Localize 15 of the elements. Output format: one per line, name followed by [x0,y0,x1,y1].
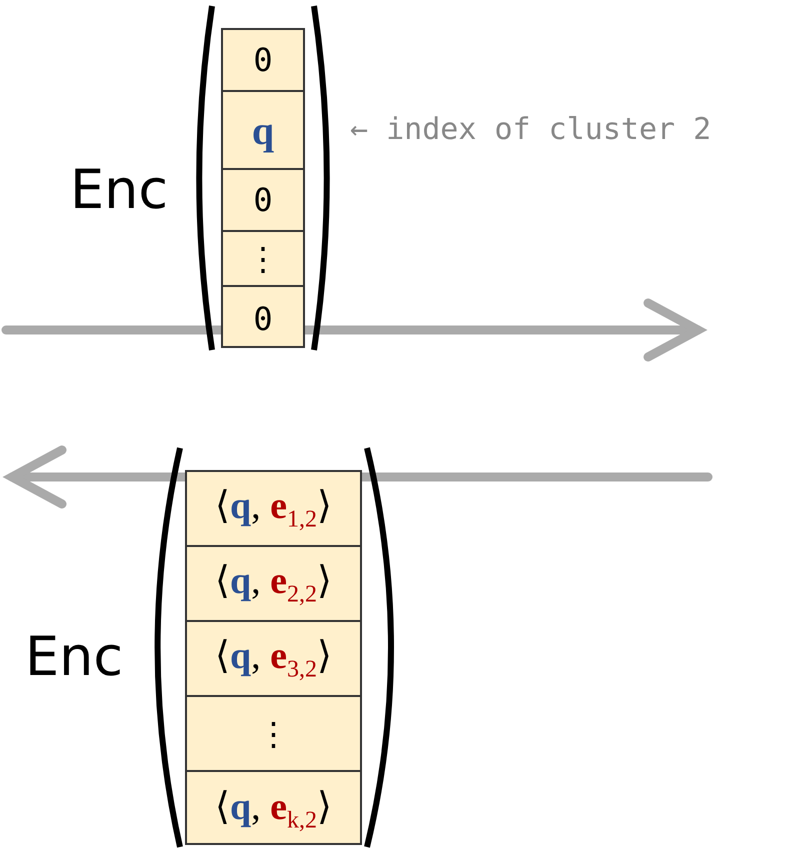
inner-product-entry: ⟨q, e$_{1,2}$⟩ [214,484,332,534]
vector-value: 0 [253,41,273,79]
vector-value: 0 [253,181,273,219]
function-label: Enc [25,625,124,688]
function-label: Enc [70,158,168,221]
inner-product-entry: ⟨q, e$_{2,2}$⟩ [214,559,332,609]
query-vector-symbol: q [252,106,274,154]
inner-product-entry: ⟨q, e$_{3,2}$⟩ [214,634,332,684]
vector-value: ⋮ [258,714,290,752]
vector-value: ⋮ [247,240,279,278]
vector-column [185,470,362,845]
vector-column [221,28,305,348]
annotation-text: ← index of cluster 2 [350,112,712,147]
inner-product-entry: ⟨q, e$_{k,2}$⟩ [214,785,332,835]
vector-value: 0 [253,300,273,338]
